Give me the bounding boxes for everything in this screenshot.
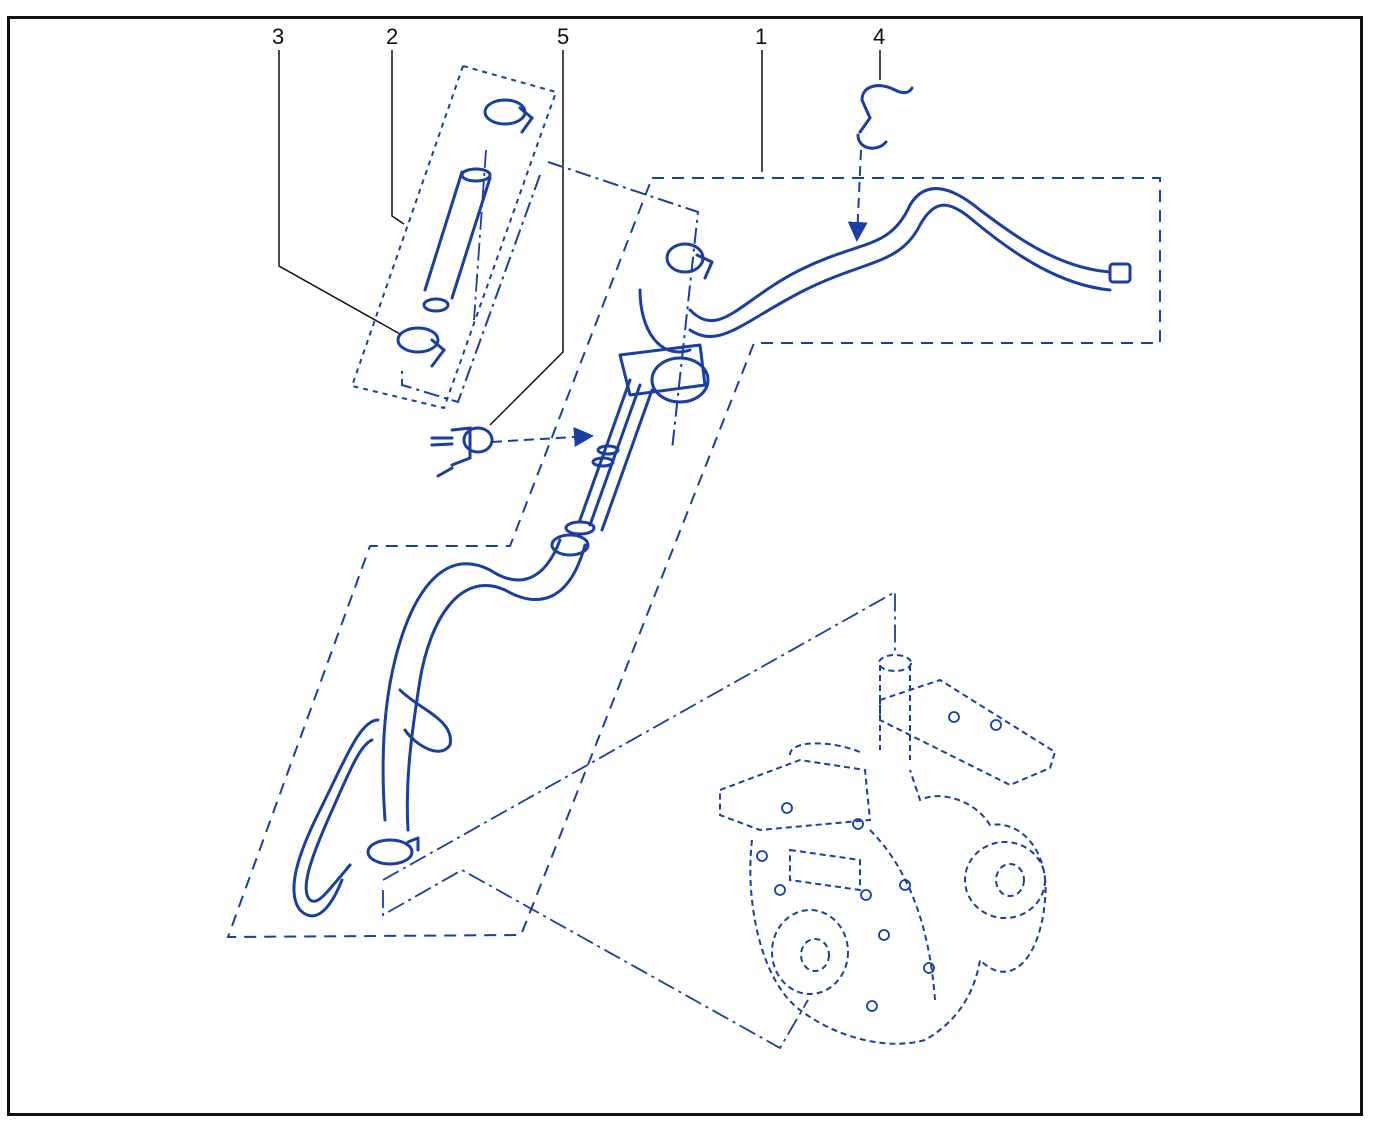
bolt <box>923 962 935 974</box>
bolt <box>878 929 890 941</box>
hose-clamp-bottom-tab <box>430 338 447 368</box>
clamp-top <box>665 242 705 274</box>
bolt <box>860 889 872 901</box>
pipe-upper-right-inner <box>688 203 1112 338</box>
hose-clamp-bottom <box>396 326 440 354</box>
junction-collar <box>618 343 707 397</box>
hose-clamp-top <box>483 98 527 126</box>
clamp-top-tab <box>695 253 714 280</box>
arrow-grommet-to-pipe <box>491 426 594 447</box>
grommet-ring <box>462 426 494 454</box>
pipe-left-loop-a <box>292 718 380 918</box>
engine-pulley-left-inner <box>800 938 830 972</box>
alignment-line-lower <box>382 868 809 1050</box>
dashed-group-outlines <box>226 64 1161 939</box>
hose-body-top <box>460 167 492 183</box>
arrow-clip-to-pipe <box>847 149 868 242</box>
pipe-left-loop-b <box>304 738 374 903</box>
clamp-bottom-tab <box>406 836 420 852</box>
pipe-vertical-left <box>578 378 632 522</box>
engine-top-box <box>879 678 1057 787</box>
callout-labels: 3 2 5 1 4 <box>272 24 885 49</box>
pipe-lower-sweep-b <box>405 543 587 832</box>
leader-line-5 <box>489 50 564 426</box>
bolt <box>866 1000 878 1012</box>
hose-assembly <box>396 98 535 368</box>
lower-collar <box>550 533 590 557</box>
pipe-end-cap <box>1108 262 1132 284</box>
bolt <box>774 884 786 896</box>
hose-body-end <box>422 297 450 313</box>
pipe-upper-right <box>688 187 1112 323</box>
bolt <box>852 818 864 830</box>
engine-bolts <box>756 711 1002 1012</box>
engine-pulley-right-inner <box>995 863 1025 897</box>
engine-pulley-right <box>964 841 1046 919</box>
diagram-frame <box>7 16 1363 1116</box>
grommet-body <box>450 426 472 467</box>
group-outline-upper-hose <box>350 64 558 410</box>
bolt <box>990 719 1002 731</box>
pipe-vertical-right <box>600 388 654 532</box>
engine-bracket <box>789 848 861 892</box>
main-pipe-assembly <box>292 187 1132 918</box>
engine-side-curve <box>869 829 936 1001</box>
alignment-lines <box>382 149 896 1050</box>
grommet-part <box>430 426 494 478</box>
alignment-line-engine <box>382 590 896 881</box>
alignment-line-hose <box>473 149 487 321</box>
callout-label-4: 4 <box>873 24 885 49</box>
group-outline-inner <box>401 174 541 404</box>
callout-label-3: 3 <box>272 24 284 49</box>
engine-cylinder <box>789 742 861 756</box>
engine-block <box>719 654 1057 1045</box>
hose-body <box>423 170 492 300</box>
pipe-lower-loop <box>398 688 452 753</box>
pipe-lower-sweep-a <box>381 538 562 822</box>
engine-housing-left <box>719 758 872 832</box>
callout-label-2: 2 <box>386 24 398 49</box>
clip-upper <box>860 84 914 102</box>
callout-label-1: 1 <box>755 24 767 49</box>
junction-bulb <box>650 356 710 404</box>
arrows <box>491 149 868 447</box>
engine-pulley-left <box>771 909 849 995</box>
leader-lines <box>278 50 881 426</box>
clip-body <box>858 98 872 134</box>
pipe-junction <box>638 288 692 354</box>
pipe-vertical-mid <box>588 383 642 527</box>
bolt <box>899 879 911 891</box>
clip-part <box>856 84 914 150</box>
leader-line-2 <box>391 50 405 225</box>
bolt <box>756 850 768 862</box>
bolt <box>781 802 793 814</box>
leader-line-3 <box>278 50 401 335</box>
engine-outline-main <box>749 769 1047 1045</box>
pipe-ring-3 <box>564 520 596 536</box>
callout-label-5: 5 <box>557 24 569 49</box>
pipe-ring-2 <box>591 456 615 468</box>
clamp-bottom <box>366 838 414 866</box>
pipe-ring-1 <box>596 444 620 456</box>
engine-post-cap <box>878 654 912 672</box>
hose-clamp-top-tab <box>518 106 535 134</box>
bolt <box>948 711 960 723</box>
engine-post <box>879 665 911 760</box>
clip-lower <box>856 133 888 150</box>
group-outline-mid <box>547 161 700 451</box>
grommet-tip <box>430 436 454 478</box>
group-outline-main-pipe <box>226 177 1161 939</box>
